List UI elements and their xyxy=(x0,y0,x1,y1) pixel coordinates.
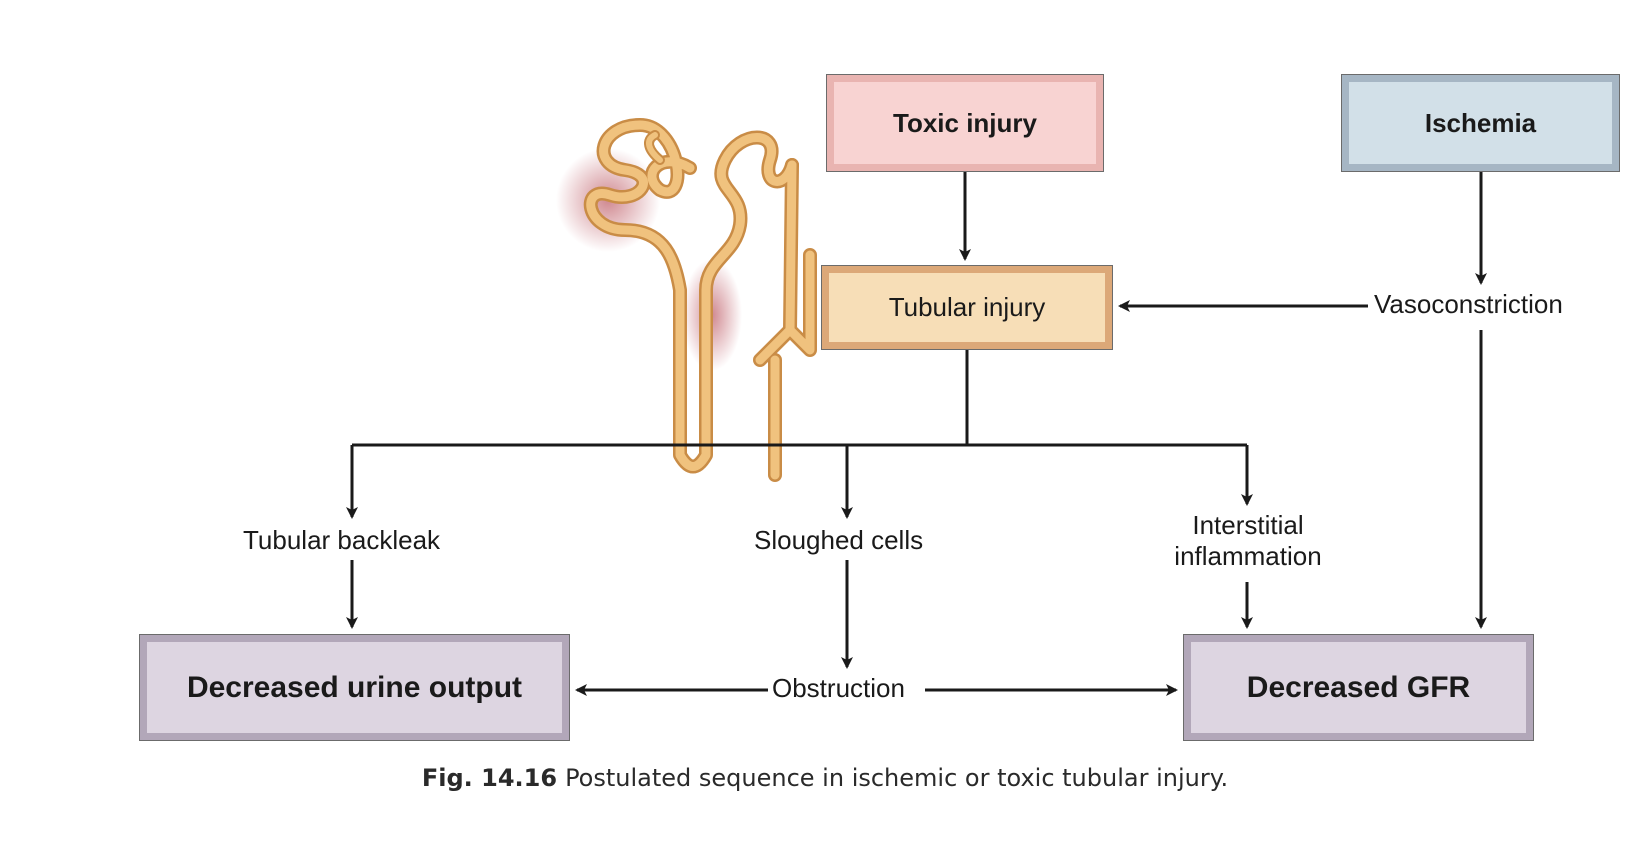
interstitial-line-1: Interstitial xyxy=(1192,510,1304,540)
ischemia-box: Ischemia xyxy=(1341,74,1620,172)
decreased-urine-output-box: Decreased urine output xyxy=(139,634,570,741)
toxic-injury-box: Toxic injury xyxy=(826,74,1104,172)
tubular-injury-label: Tubular injury xyxy=(888,292,1046,322)
connector-lines xyxy=(346,172,1487,696)
figure-number: Fig. 14.16 xyxy=(421,764,558,792)
interstitial-line-2: inflammation xyxy=(1174,541,1322,571)
interstitial-inflammation-label: Interstitial inflammation xyxy=(1163,510,1333,572)
obstruction-label: Obstruction xyxy=(769,673,908,704)
vasoconstriction-label: Vasoconstriction xyxy=(1371,289,1566,320)
sloughed-cells-label: Sloughed cells xyxy=(751,525,927,556)
tubular-injury-box: Tubular injury xyxy=(821,265,1113,350)
toxic-injury-label: Toxic injury xyxy=(893,107,1037,138)
ischemia-label: Ischemia xyxy=(1424,107,1537,138)
nephron-illustration xyxy=(556,118,817,482)
decreased-gfr-label: Decreased GFR xyxy=(1246,670,1471,704)
caption-text: Postulated sequence in ischemic or toxic… xyxy=(565,764,1229,792)
decreased-urine-output-label: Decreased urine output xyxy=(186,670,523,704)
tubular-backleak-label: Tubular backleak xyxy=(240,525,444,556)
decreased-gfr-box: Decreased GFR xyxy=(1183,634,1534,741)
